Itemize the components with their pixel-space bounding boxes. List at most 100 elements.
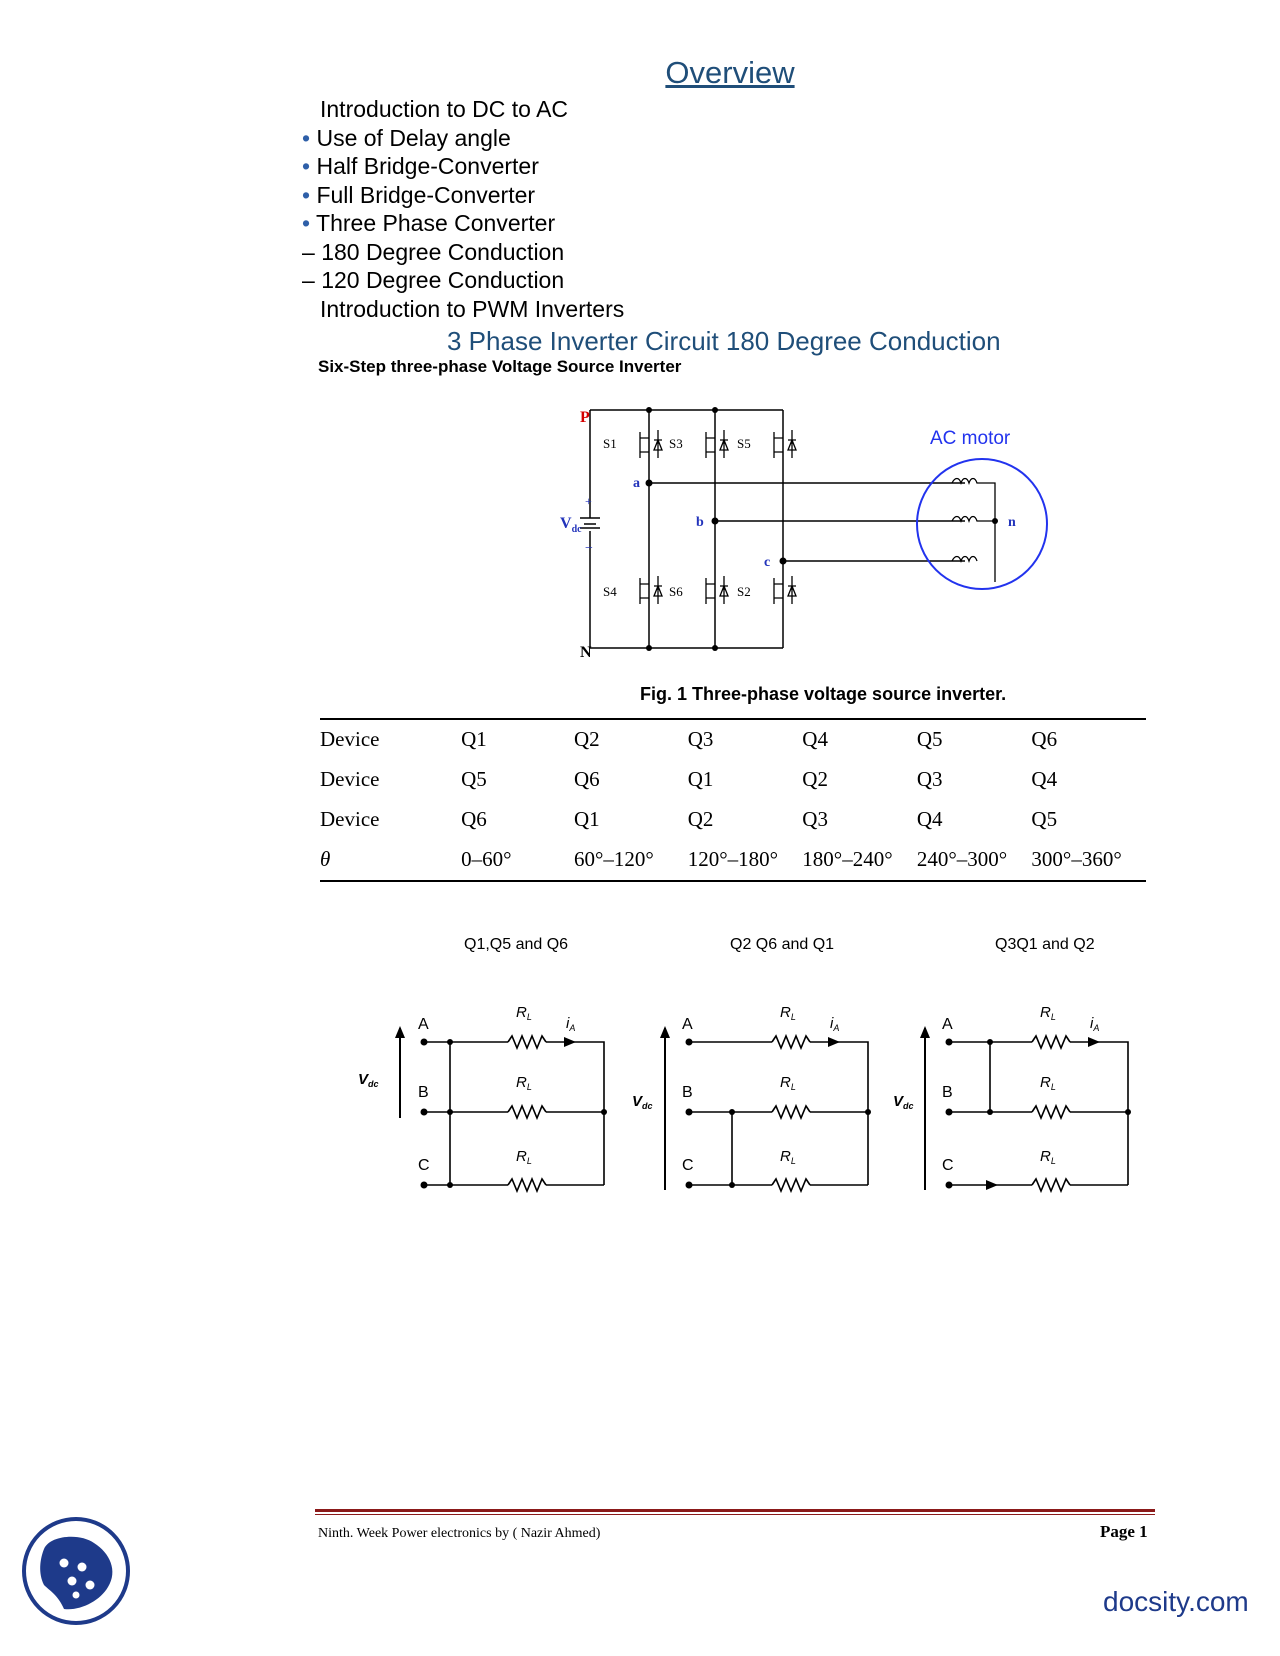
footer-rule xyxy=(315,1509,1155,1512)
cell: 300°–360° xyxy=(1031,840,1146,882)
label-plus: + xyxy=(585,494,592,508)
table-row: θ 0–60° 60°–120° 120°–180° 180°–240° 240… xyxy=(320,840,1146,882)
cell: 0–60° xyxy=(461,840,574,882)
circuit-title: Q2 Q6 and Q1 xyxy=(730,936,834,953)
node-label: A xyxy=(418,1016,429,1033)
circuit-2: Q2 Q6 and Q1 Vdc A B C RL RL RL iA xyxy=(632,936,871,1192)
table-row: Device Q1 Q2 Q3 Q4 Q5 Q6 xyxy=(320,718,1146,760)
resistor-label: RL xyxy=(780,1004,796,1022)
outline-item: Introduction to PWM Inverters xyxy=(318,295,624,324)
outline-item: – 120 Degree Conduction xyxy=(302,266,624,295)
node-a-label: a xyxy=(633,476,640,491)
label-minus: − xyxy=(585,541,593,556)
node-b-label: b xyxy=(696,515,704,530)
node-label: B xyxy=(418,1084,429,1101)
switch-label: S6 xyxy=(669,584,683,599)
cell: Q3 xyxy=(802,807,828,831)
outline-item: • Half Bridge-Converter xyxy=(302,152,624,181)
label-n: N xyxy=(580,644,592,660)
switch-label: S4 xyxy=(603,584,617,599)
cell: Q1 xyxy=(687,767,714,791)
current-label: iA xyxy=(830,1015,839,1033)
overview-outline: Introduction to DC to AC • Use of Delay … xyxy=(302,95,624,324)
row-header: Device xyxy=(320,718,462,760)
label-p: P xyxy=(580,409,590,426)
outline-text: Introduction to PWM Inverters xyxy=(320,295,625,322)
cell: Q1 xyxy=(461,718,574,760)
outline-text: Use of Delay angle xyxy=(316,124,511,151)
circuit-3: Q3Q1 and Q2 Vdc A B C RL RL RL iA xyxy=(893,936,1131,1192)
docsity-link[interactable]: docsity.com xyxy=(1103,1586,1249,1617)
bullet: • xyxy=(302,124,311,151)
node-label: B xyxy=(942,1084,953,1101)
outline-text: 120 Degree Conduction xyxy=(321,267,565,293)
vdc-label: Vdc xyxy=(358,1071,379,1089)
outline-text: Three Phase Converter xyxy=(316,210,556,236)
row-header: Device xyxy=(320,807,380,831)
ac-motor-circle xyxy=(916,458,1048,590)
resistor-label: RL xyxy=(516,1004,532,1022)
label-vdc: Vdc xyxy=(560,515,582,535)
cell: Q4 xyxy=(802,718,917,760)
resistor-label: RL xyxy=(516,1074,532,1092)
outline-item: – 180 Degree Conduction xyxy=(302,238,624,267)
bullet: • xyxy=(302,210,311,236)
node-label: B xyxy=(682,1084,693,1101)
cell: Q1 xyxy=(574,807,600,831)
switch-label: S1 xyxy=(603,436,617,451)
ac-motor-label: AC motor xyxy=(930,428,1011,449)
vdc-label: Vdc xyxy=(632,1093,653,1111)
circuit-title: Q1,Q5 and Q6 xyxy=(464,936,568,953)
cell: Q5 xyxy=(461,767,487,791)
cell: Q2 xyxy=(802,767,828,791)
switch-label: S5 xyxy=(737,436,751,451)
node-label: C xyxy=(418,1157,430,1174)
inverter-circuit-diagram: P N + − Vdc S1 S3 S5 S4 S6 S2 a b c AC m… xyxy=(560,407,1048,660)
resistor-label: RL xyxy=(1040,1074,1056,1092)
footer-text: Ninth. Week Power electronics by ( Nazir… xyxy=(318,1526,601,1541)
equivalent-circuits-diagram: Q1,Q5 and Q6 Vdc A B C RL RL RL iA Q2 Q6… xyxy=(358,936,1131,1192)
current-label: iA xyxy=(1090,1015,1099,1033)
node-label: A xyxy=(942,1016,953,1033)
node-label: C xyxy=(942,1157,954,1174)
outline-item: Introduction to DC to AC xyxy=(318,95,624,124)
row-header: θ xyxy=(320,840,462,882)
node-n-label: n xyxy=(1008,515,1016,530)
switch-label: S3 xyxy=(669,436,683,451)
cell: Q2 xyxy=(574,718,688,760)
docsity-logo-icon xyxy=(22,1517,130,1625)
cell: Q4 xyxy=(1031,767,1058,791)
table-row: Device Q5 Q6 Q1 Q2 Q3 Q4 xyxy=(320,760,1146,800)
outline-item: • Three Phase Converter xyxy=(302,209,624,238)
switch-label: S2 xyxy=(737,584,751,599)
section-subheading: Six-Step three-phase Voltage Source Inve… xyxy=(318,357,682,376)
node-c-label: c xyxy=(764,555,770,570)
cell: Q3 xyxy=(916,767,943,791)
node-label: A xyxy=(682,1016,693,1033)
outline-text: Full Bridge-Converter xyxy=(316,181,536,208)
resistor-label: RL xyxy=(516,1148,532,1166)
outline-item: • Full Bridge-Converter xyxy=(302,181,624,210)
footer-rule xyxy=(315,1514,1155,1515)
outline-text: Introduction to DC to AC xyxy=(320,96,569,122)
table-row: Device Q6 Q1 Q2 Q3 Q4 Q5 xyxy=(320,800,1146,840)
section-title: 3 Phase Inverter Circuit 180 Degree Cond… xyxy=(447,326,1001,356)
dash: – xyxy=(302,238,315,265)
cell: 60°–120° xyxy=(574,840,688,882)
resistor-label: RL xyxy=(1040,1004,1056,1022)
cell: Q6 xyxy=(461,807,487,831)
cell: Q2 xyxy=(687,807,714,831)
row-header: Device xyxy=(320,767,380,791)
cell: 180°–240° xyxy=(802,840,917,882)
outline-text: Half Bridge-Converter xyxy=(316,153,539,179)
cell: 240°–300° xyxy=(916,840,1032,882)
circuit-1: Q1,Q5 and Q6 Vdc A B C RL RL RL iA xyxy=(358,936,607,1192)
node-label: C xyxy=(682,1157,694,1174)
cell: Q3 xyxy=(687,718,803,760)
vdc-label: Vdc xyxy=(893,1093,914,1111)
outline-item: • Use of Delay angle xyxy=(302,124,624,153)
switch-group xyxy=(639,430,797,604)
cell: Q5 xyxy=(1031,807,1058,831)
current-label: iA xyxy=(566,1015,575,1033)
resistor-label: RL xyxy=(780,1074,796,1092)
